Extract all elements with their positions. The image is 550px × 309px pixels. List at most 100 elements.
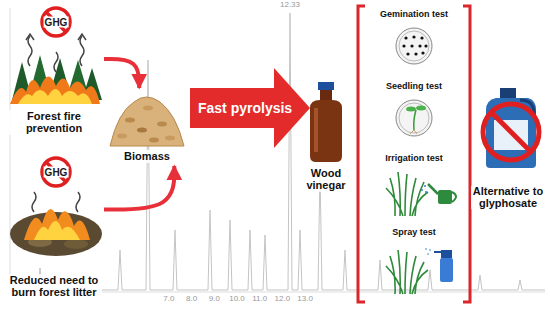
sprayed-grass bbox=[434, 251, 441, 253]
forest-fire-picture bbox=[18, 89, 92, 104]
wood-chip-pile bbox=[125, 118, 135, 123]
petri-dish bbox=[420, 36, 423, 39]
petri-dish bbox=[404, 36, 407, 39]
axis-tick-label: 12.0 bbox=[274, 295, 292, 304]
wood-chip-pile bbox=[157, 122, 167, 127]
biomass-picture: Biomass bbox=[108, 88, 186, 166]
seedling-dish bbox=[414, 110, 416, 130]
sprayed-grass bbox=[429, 249, 431, 251]
vinegar-bottle bbox=[320, 90, 332, 100]
litter-fire-picture bbox=[24, 209, 90, 240]
forest-fire-picture bbox=[78, 34, 86, 40]
test-bracket bbox=[358, 6, 470, 302]
vinegar-bottle bbox=[310, 100, 342, 162]
caption-text: Seedling test bbox=[385, 81, 443, 91]
chromatogram bbox=[10, 8, 545, 292]
herbicide-jug bbox=[500, 88, 516, 98]
vinegar-bottle bbox=[318, 82, 334, 90]
petri-dish bbox=[421, 51, 424, 54]
caption-text: Gemination test bbox=[379, 9, 449, 19]
caption-text: Reduced need to burn forest litter bbox=[6, 274, 102, 299]
product-picture: Wood vinegar bbox=[300, 80, 352, 195]
test-bracket bbox=[358, 6, 365, 302]
axis-tick-label: 9.0 bbox=[208, 295, 221, 304]
petri-dish bbox=[402, 44, 405, 47]
litter-fire-picture bbox=[42, 158, 70, 186]
forest-fire-picture bbox=[80, 36, 84, 66]
axis-tick-label: 13.0 bbox=[296, 295, 314, 304]
axis-tick-label: 8.0 bbox=[185, 295, 198, 304]
petri-dish bbox=[418, 44, 421, 47]
wood-chip-pile bbox=[117, 134, 127, 139]
outcome-picture: Alternative to glyphosate bbox=[469, 85, 547, 213]
litter-fire-picture bbox=[34, 221, 80, 240]
ghg-mark: GHG bbox=[44, 167, 69, 178]
test-picture: Irrigation test bbox=[362, 150, 466, 222]
process-label: Fast pyrolysis bbox=[198, 100, 292, 116]
forest-fire-picture bbox=[10, 8, 102, 104]
petri-dish bbox=[406, 52, 409, 55]
litter-fire-picture bbox=[64, 239, 88, 249]
forest-fire-picture bbox=[28, 36, 32, 66]
sprayed-grass bbox=[386, 250, 428, 294]
test-picture: Seedling test bbox=[362, 78, 466, 148]
sprayed-grass bbox=[425, 248, 427, 250]
wood-chip-pile bbox=[110, 97, 184, 146]
caption-text: Alternative to glyphosate bbox=[471, 185, 545, 210]
seedling-dish bbox=[396, 100, 432, 136]
litter-fire-picture bbox=[10, 158, 102, 256]
herbicide-jug bbox=[491, 112, 531, 152]
seedling-dish bbox=[396, 100, 432, 136]
peak-label: 12.33 bbox=[279, 1, 301, 10]
irrigated-grass bbox=[421, 189, 423, 191]
test-picture: Gemination test bbox=[362, 6, 466, 76]
test-bracket bbox=[463, 6, 470, 302]
petri-dish bbox=[396, 28, 432, 64]
irrigated-grass bbox=[428, 184, 438, 194]
sprayed-grass bbox=[441, 250, 452, 258]
petri-dish bbox=[410, 44, 413, 47]
irrigated-grass bbox=[425, 191, 427, 193]
wood-chip-pile bbox=[137, 128, 147, 133]
wood-chip-pile bbox=[149, 138, 159, 143]
ghg-mark: GHG bbox=[44, 17, 69, 28]
petri-dish bbox=[414, 52, 417, 55]
forest-fire-picture bbox=[10, 76, 100, 104]
arrow-shape bbox=[190, 68, 310, 148]
flow-arrow bbox=[104, 59, 139, 88]
axis-tick-label: 11.0 bbox=[251, 295, 268, 304]
process-arrow: Fast pyrolysis bbox=[190, 68, 310, 148]
sprayed-grass bbox=[440, 258, 453, 282]
seedling-dish bbox=[416, 106, 426, 111]
seedling-dish bbox=[410, 130, 417, 134]
caption-text: Forest fire prevention bbox=[6, 110, 102, 135]
caption-text: Spray test bbox=[391, 227, 437, 237]
petri-dish bbox=[396, 28, 432, 64]
petri-dish bbox=[399, 31, 429, 61]
vinegar-bottle bbox=[310, 82, 342, 162]
forest-fire-picture bbox=[42, 8, 70, 36]
caption-text: Wood vinegar bbox=[302, 167, 350, 192]
wood-chip-pile bbox=[165, 136, 175, 141]
herbicide-jug bbox=[483, 104, 539, 160]
seedling-dish bbox=[406, 107, 416, 112]
petri-dish bbox=[412, 35, 415, 38]
caption-text: Irrigation test bbox=[384, 153, 444, 163]
chromatogram bbox=[10, 13, 545, 290]
irrigated-grass bbox=[386, 172, 428, 216]
irrigated-grass bbox=[438, 190, 452, 204]
petri-dish bbox=[424, 44, 427, 47]
sprayed-grass bbox=[386, 248, 453, 294]
irrigated-grass bbox=[424, 185, 426, 187]
wood-chip-pile bbox=[143, 106, 153, 111]
axis-tick-label: 7.0 bbox=[162, 295, 175, 304]
herbicide-jug bbox=[483, 88, 539, 168]
litter-fire-picture bbox=[32, 192, 36, 212]
irrigated-grass bbox=[386, 172, 456, 216]
vinegar-bottle bbox=[314, 108, 318, 152]
seedling-dish bbox=[399, 103, 429, 133]
flow-arrow bbox=[104, 166, 174, 210]
